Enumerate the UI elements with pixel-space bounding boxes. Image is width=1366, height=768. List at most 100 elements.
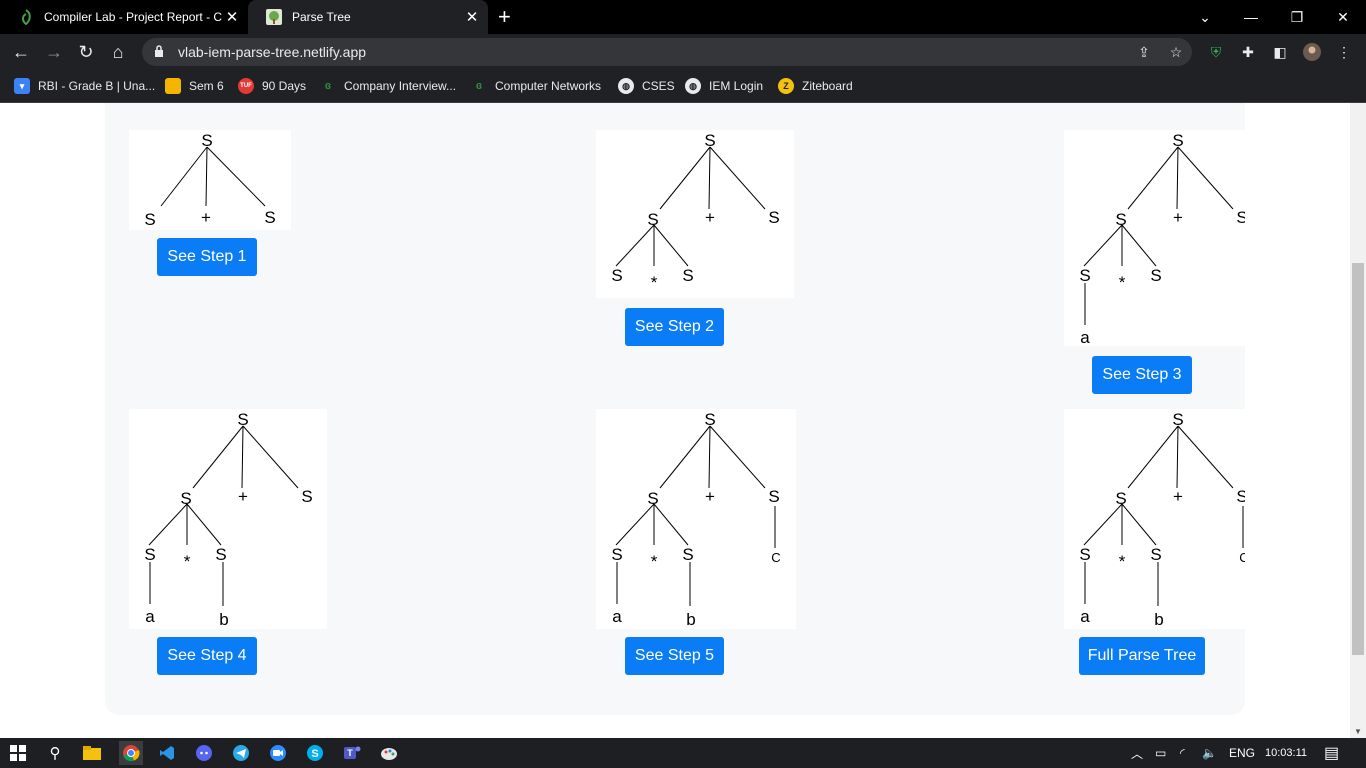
tab-parse-tree[interactable]: Parse Tree ✕ xyxy=(248,0,488,34)
bookmark-label: CSES xyxy=(642,79,675,93)
window-close-icon[interactable]: ✕ xyxy=(1337,8,1349,25)
tray-overflow-icon[interactable]: ︿ xyxy=(1131,746,1144,761)
back-icon[interactable]: ← xyxy=(12,41,30,62)
rbi-icon: ▾ xyxy=(14,78,30,94)
forward-icon[interactable]: → xyxy=(45,41,63,62)
node-op: + xyxy=(201,208,211,227)
node-root: S xyxy=(704,131,715,150)
tab-compiler-lab[interactable]: Compiler Lab - Project Report - C ✕ xyxy=(0,0,248,34)
see-step-5-button[interactable]: See Step 5 xyxy=(625,637,724,675)
parse-tree-step-5: S S + S S * S a b C xyxy=(596,409,796,629)
bookmark-sem6[interactable]: Sem 6 xyxy=(165,76,224,96)
toolbar: ← → ↻ ⌂ vlab-iem-parse-tree.netlify.app … xyxy=(0,34,1366,70)
folder-icon xyxy=(165,78,181,94)
bookmark-label: Ziteboard xyxy=(802,79,853,93)
bookmark-90days[interactable]: TUF 90 Days xyxy=(238,76,306,96)
node-s: S xyxy=(1079,266,1090,285)
profile-avatar[interactable] xyxy=(1302,42,1322,62)
battery-icon[interactable]: ▭ xyxy=(1155,746,1167,760)
node-s: S xyxy=(611,266,622,285)
clock[interactable]: 10:03:11 xyxy=(1265,747,1308,759)
notification-icon[interactable]: ▤ xyxy=(1324,745,1340,762)
bookmark-rbi[interactable]: ▾ RBI - Grade B | Una... xyxy=(14,76,155,96)
gfg-icon: ɞ xyxy=(324,80,332,92)
wifi-icon[interactable]: ◜ xyxy=(1180,746,1185,760)
node-op: + xyxy=(1173,208,1183,227)
globe-icon: ◍ xyxy=(618,78,634,94)
node-s: S xyxy=(215,545,226,564)
node-s: S xyxy=(1079,545,1090,564)
node-right: S xyxy=(768,208,779,227)
node-left: S xyxy=(180,489,191,508)
tab-search-icon[interactable]: ⌄ xyxy=(1199,8,1211,25)
svg-text:T: T xyxy=(347,748,353,758)
search-icon[interactable]: ⚲ xyxy=(49,745,61,762)
tab-strip: Compiler Lab - Project Report - C ✕ Pars… xyxy=(0,0,1366,34)
node-leaf-a: a xyxy=(1080,328,1090,346)
ziteboard-icon: Z xyxy=(778,78,794,94)
node-s: S xyxy=(682,266,693,285)
lock-icon xyxy=(154,44,166,60)
page-scrollbar[interactable]: ▼ xyxy=(1350,103,1366,738)
menu-kebab-icon[interactable]: ⋮ xyxy=(1337,43,1351,60)
teams-icon[interactable]: T xyxy=(342,743,362,763)
node-leaf-c: C xyxy=(1239,550,1245,565)
node-star: * xyxy=(184,552,191,571)
restore-icon[interactable]: ❐ xyxy=(1290,8,1304,25)
page-content: S S + S See Step 1 S S + S S * S See Ste… xyxy=(0,103,1350,738)
scroll-down-arrow-icon[interactable]: ▼ xyxy=(1354,727,1362,736)
node-left: S xyxy=(647,489,658,508)
node-leaf-a: a xyxy=(1080,607,1090,626)
parse-tree-full: S S + S S * S a b C xyxy=(1064,409,1245,629)
tab-title: Parse Tree xyxy=(292,10,351,24)
globe-icon: ◍ xyxy=(685,78,701,94)
bookmark-computer-networks[interactable]: ɞ Computer Networks xyxy=(471,76,601,96)
new-tab-icon[interactable]: + xyxy=(498,4,511,29)
node-star: * xyxy=(1119,273,1126,292)
vscode-icon[interactable] xyxy=(157,743,177,763)
parse-tree-step-3: S S + S S * S a xyxy=(1064,130,1245,346)
node-left: S xyxy=(1115,489,1126,508)
bookmark-iem-login[interactable]: ◍ IEM Login xyxy=(685,76,763,96)
windows-taskbar: ⚲ S T ︿ ▭ ◜ 🔈 ENG 10:03:11 ▤ xyxy=(0,738,1366,768)
language-indicator[interactable]: ENG xyxy=(1229,746,1256,760)
scrollbar-thumb[interactable] xyxy=(1352,263,1364,655)
volume-icon[interactable]: 🔈 xyxy=(1202,746,1217,760)
node-right: S xyxy=(301,487,312,506)
bookmark-label: IEM Login xyxy=(709,79,764,93)
node-s: S xyxy=(1150,266,1161,285)
bookmark-ziteboard[interactable]: Z Ziteboard xyxy=(778,76,853,96)
node-op: + xyxy=(1173,487,1183,506)
side-panel-icon[interactable]: ◧ xyxy=(1273,43,1287,60)
windows-start-icon[interactable] xyxy=(8,743,28,763)
telegram-icon[interactable] xyxy=(231,743,251,763)
see-step-2-button[interactable]: See Step 2 xyxy=(625,308,724,346)
see-step-4-button[interactable]: See Step 4 xyxy=(157,637,257,675)
extensions-puzzle-icon[interactable]: ✚ xyxy=(1242,43,1254,60)
node-left: S xyxy=(144,210,155,229)
address-bar[interactable]: vlab-iem-parse-tree.netlify.app xyxy=(142,38,1192,66)
bookmark-company-interview[interactable]: ɞ Company Interview... xyxy=(320,76,456,96)
full-parse-tree-button[interactable]: Full Parse Tree xyxy=(1079,637,1205,675)
shield-extension-icon[interactable]: ⛨ xyxy=(1210,43,1222,60)
share-icon[interactable]: ⇪ xyxy=(1138,43,1150,60)
close-icon[interactable]: ✕ xyxy=(465,9,479,26)
file-explorer-icon[interactable] xyxy=(82,743,102,763)
node-leaf-b: b xyxy=(219,610,228,629)
node-root: S xyxy=(1172,410,1183,429)
node-op: + xyxy=(238,487,248,506)
reload-icon[interactable]: ↻ xyxy=(78,41,94,62)
see-step-3-button[interactable]: See Step 3 xyxy=(1092,356,1192,394)
bookmark-star-icon[interactable]: ☆ xyxy=(1169,43,1183,60)
close-icon[interactable]: ✕ xyxy=(225,9,239,26)
home-icon[interactable]: ⌂ xyxy=(112,41,124,62)
bookmark-cses[interactable]: ◍ CSES xyxy=(618,76,675,96)
minimize-icon[interactable]: — xyxy=(1244,9,1258,25)
discord-icon[interactable] xyxy=(194,743,214,763)
skype-icon[interactable]: S xyxy=(305,743,325,763)
paint-icon[interactable] xyxy=(379,743,399,763)
bookmarks-bar: ▾ RBI - Grade B | Una... Sem 6 TUF 90 Da… xyxy=(0,70,1366,103)
see-step-1-button[interactable]: See Step 1 xyxy=(157,238,257,276)
zoom-icon[interactable] xyxy=(268,743,288,763)
chrome-icon[interactable] xyxy=(119,741,143,765)
